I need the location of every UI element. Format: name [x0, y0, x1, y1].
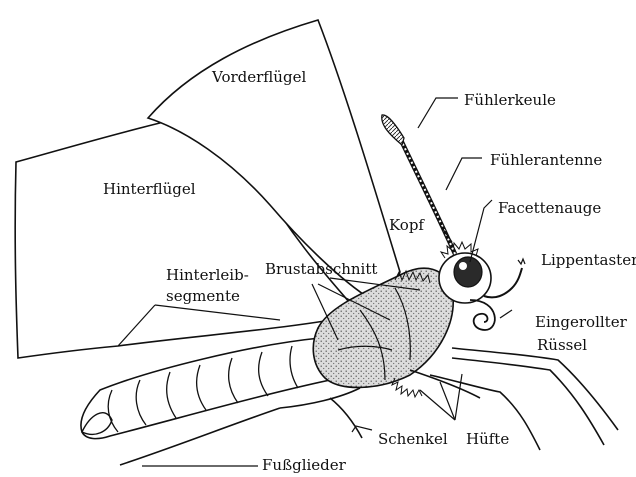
palp-tip: [518, 259, 525, 264]
antenna: [400, 138, 455, 254]
label-kopf: Kopf: [389, 216, 424, 234]
label-eingerollter-line1: Eingerollter: [535, 313, 627, 331]
label-schenkel: Schenkel: [378, 430, 448, 448]
leader-facettenauge: [470, 200, 492, 262]
leader-huefte-1: [420, 390, 455, 420]
label-fuehlerantenne: Fühlerantenne: [490, 151, 602, 169]
abdomen: [81, 338, 335, 439]
leader-fuehlerantenne: [446, 158, 482, 190]
label-eingerollter-line2: Rüssel: [537, 336, 587, 354]
leader-schenkel: [352, 426, 372, 432]
label-fuehlerkeule: Fühlerkeule: [464, 91, 556, 109]
leader-ruessel: [500, 310, 512, 318]
compound-eye: [454, 257, 482, 287]
label-fussglieder: Fußglieder: [262, 456, 346, 474]
antenna-club: [382, 115, 404, 145]
label-brustabschnitt: Brustabschnitt: [265, 260, 377, 278]
coiled-proboscis: [470, 300, 495, 330]
label-lippentaster: Lippentaster: [541, 251, 636, 269]
label-hinterleibsegmente-line1: Hinterleib-: [166, 266, 249, 284]
label-facettenauge: Facettenauge: [498, 199, 601, 217]
label-huefte: Hüfte: [466, 430, 509, 448]
eye-highlight: [459, 262, 467, 270]
label-hinterleibsegmente-line2: segmente: [166, 287, 240, 305]
leader-fuehlerkeule: [418, 98, 458, 128]
label-hinterfluegel: Hinterflügel: [103, 180, 196, 198]
label-vorderfluegel: Vorderflügel: [212, 68, 306, 86]
